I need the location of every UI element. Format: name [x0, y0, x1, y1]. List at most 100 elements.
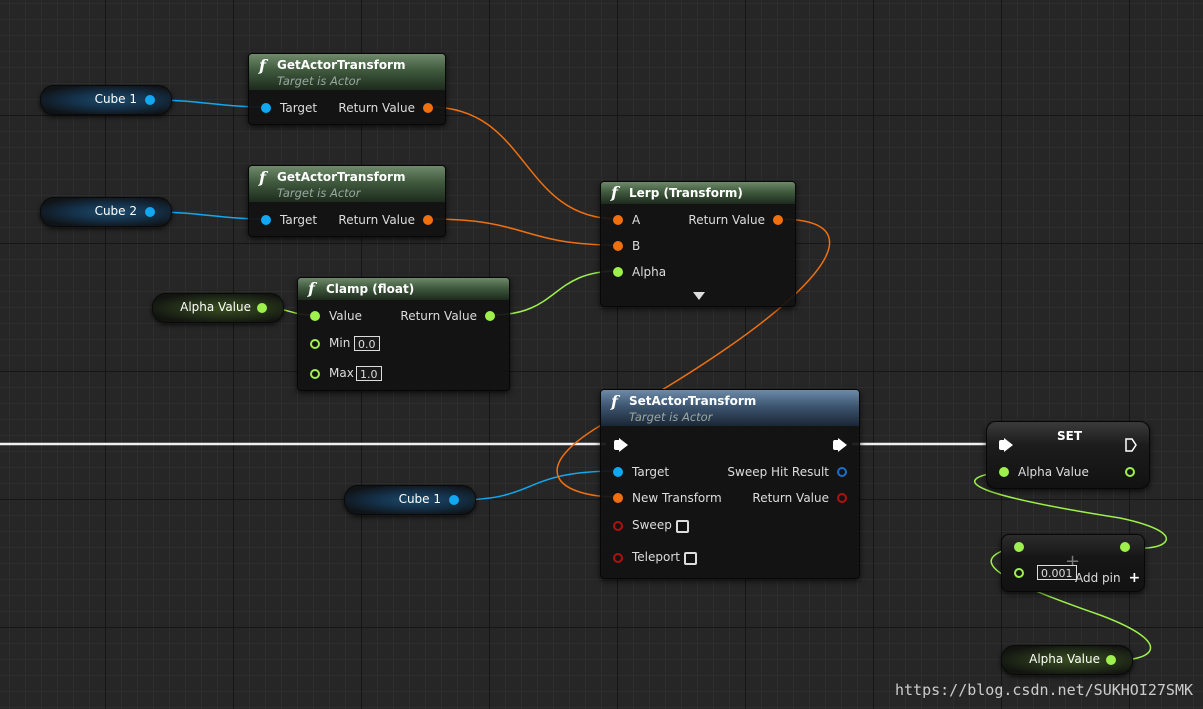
variable-label: Alpha Value [1029, 652, 1100, 666]
variable-label: Cube 1 [94, 92, 137, 106]
node-add-float[interactable]: + 0.001 Add pin + [1001, 534, 1145, 592]
pin-label: Target [280, 101, 318, 115]
float-output-pin[interactable] [485, 311, 495, 321]
exec-input-pin[interactable] [999, 438, 1013, 452]
pin-label: Value [329, 309, 362, 323]
node-header[interactable]: f GetActorTransform Target is Actor [249, 166, 445, 202]
alpha-input-pin[interactable] [613, 267, 623, 277]
exec-input-pin[interactable] [614, 438, 628, 452]
node-header[interactable]: f Lerp (Transform) [601, 182, 795, 204]
float-output-pin[interactable] [1120, 542, 1130, 552]
new-transform-input-pin[interactable] [613, 493, 623, 503]
node-header[interactable]: f Clamp (float) [298, 278, 509, 300]
object-output-pin[interactable] [145, 207, 155, 217]
pin-label: Alpha [632, 265, 667, 279]
node-subtitle: Target is Actor [277, 74, 361, 88]
node-set-actor-transform[interactable]: f SetActorTransform Target is Actor Targ… [600, 389, 860, 579]
node-subtitle: Target is Actor [277, 186, 361, 200]
object-output-pin[interactable] [145, 95, 155, 105]
node-set-variable[interactable]: SET Alpha Value [986, 421, 1150, 489]
a-input-pin[interactable] [1014, 542, 1024, 552]
variable-label: Cube 1 [398, 492, 441, 506]
return-value-output-pin[interactable] [837, 493, 847, 503]
transform-output-pin[interactable] [423, 215, 433, 225]
pin-label: A [632, 213, 641, 227]
max-input-pin[interactable] [310, 369, 320, 379]
sweep-input-pin[interactable] [613, 521, 623, 531]
target-input-pin[interactable] [613, 467, 623, 477]
wire-clamp-lerp-alpha[interactable] [491, 270, 619, 316]
b-input-pin[interactable] [613, 241, 623, 251]
min-input-pin[interactable] [310, 339, 320, 349]
sweep-checkbox[interactable] [676, 520, 689, 533]
sweep-hit-result-output-pin[interactable] [837, 467, 847, 477]
variable-cube-1[interactable]: Cube 1 [344, 485, 476, 515]
min-value-field[interactable]: 0.0 [354, 336, 380, 351]
node-title: Lerp (Transform) [629, 186, 743, 200]
target-input-pin[interactable] [261, 215, 271, 225]
wire-alpha-add[interactable] [990, 545, 1152, 661]
pin-label: Sweep [632, 518, 672, 532]
float-output-pin[interactable] [257, 303, 267, 313]
node-title: GetActorTransform [277, 58, 406, 72]
b-input-pin[interactable] [1014, 568, 1024, 578]
expand-arrow-icon[interactable] [693, 292, 705, 300]
node-title: GetActorTransform [277, 170, 406, 184]
variable-label: Cube 2 [94, 204, 137, 218]
float-output-pin[interactable] [1106, 655, 1116, 665]
pin-label: Return Value [400, 309, 477, 323]
wire-return1-a[interactable] [429, 106, 619, 220]
pin-label: Teleport [632, 550, 680, 564]
pin-label: Return Value [688, 213, 765, 227]
teleport-checkbox[interactable] [684, 552, 697, 565]
plus-icon: + [1128, 570, 1141, 586]
node-get-actor-transform-2[interactable]: f GetActorTransform Target is Actor Targ… [248, 165, 446, 237]
pin-label: Target [280, 213, 318, 227]
alpha-value-input-pin[interactable] [999, 467, 1009, 477]
function-icon: f [611, 392, 618, 411]
variable-alpha-value[interactable]: Alpha Value [152, 293, 284, 323]
node-title: SET [1057, 429, 1083, 443]
transform-output-pin[interactable] [423, 103, 433, 113]
teleport-input-pin[interactable] [613, 553, 623, 563]
pin-label: Min [329, 336, 351, 350]
pin-label: Alpha Value [1018, 465, 1089, 479]
alpha-value-output-pin[interactable] [1125, 467, 1135, 477]
node-header[interactable]: f GetActorTransform Target is Actor [249, 54, 445, 90]
node-subtitle: Target is Actor [629, 410, 713, 424]
exec-output-pin[interactable] [833, 438, 847, 452]
add-pin-button[interactable]: Add pin + [1075, 570, 1140, 586]
pin-label: Sweep Hit Result [727, 465, 829, 479]
node-title: Clamp (float) [326, 282, 415, 296]
a-input-pin[interactable] [613, 215, 623, 225]
wire-lerp-newtransform[interactable] [556, 218, 831, 498]
variable-cube-2[interactable]: Cube 2 [40, 197, 172, 227]
pin-label: B [632, 239, 641, 253]
watermark: https://blog.csdn.net/SUKHOI27SMK [894, 681, 1193, 699]
node-title: SetActorTransform [629, 394, 757, 408]
value-input-pin[interactable] [310, 311, 320, 321]
function-icon: f [259, 56, 266, 75]
add-pin-label: Add pin [1075, 571, 1121, 585]
object-output-pin[interactable] [449, 495, 459, 505]
node-get-actor-transform-1[interactable]: f GetActorTransform Target is Actor Targ… [248, 53, 446, 125]
wire-set-add[interactable] [973, 470, 1167, 549]
variable-label: Alpha Value [180, 300, 251, 314]
max-value-field[interactable]: 1.0 [356, 366, 382, 381]
variable-cube-1[interactable]: Cube 1 [40, 85, 172, 115]
function-icon: f [259, 168, 266, 187]
pin-label: Return Value [752, 491, 829, 505]
node-lerp-transform[interactable]: f Lerp (Transform) A Return Value B Alph… [600, 181, 796, 307]
function-icon: f [308, 279, 315, 298]
node-clamp-float[interactable]: f Clamp (float) Value Return Value Min 0… [297, 277, 510, 391]
node-header[interactable]: f SetActorTransform Target is Actor [601, 390, 859, 426]
wire-return2-b[interactable] [429, 218, 619, 246]
b-value-field[interactable]: 0.001 [1037, 565, 1077, 580]
target-input-pin[interactable] [261, 103, 271, 113]
transform-output-pin[interactable] [773, 215, 783, 225]
exec-output-pin[interactable] [1125, 438, 1137, 452]
function-icon: f [611, 183, 618, 202]
wire-cube1-settarget[interactable] [456, 470, 619, 501]
variable-alpha-value[interactable]: Alpha Value [1001, 645, 1133, 675]
